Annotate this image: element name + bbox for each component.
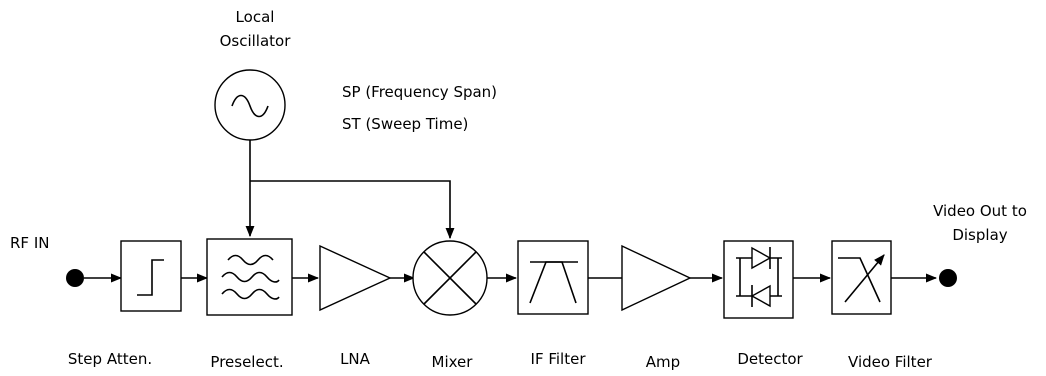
lo-to-mixer-line — [250, 180, 455, 240]
step-icon — [137, 259, 164, 296]
sine-wave-icon — [231, 94, 269, 118]
block-label-lna: LNA — [340, 350, 371, 368]
video-filter-block — [831, 240, 892, 315]
local-oscillator-label-line2: Oscillator — [220, 32, 292, 50]
amp-amplifier-icon — [621, 244, 692, 312]
rf-in-label: RF IN — [10, 234, 49, 252]
mixer-symbol — [412, 240, 488, 316]
sweep-time-label: ST (Sweep Time) — [342, 115, 468, 133]
block-label-step-atten: Step Atten. — [68, 350, 152, 368]
lna-amplifier-icon — [319, 244, 392, 312]
local-oscillator-label-line1: Local — [236, 8, 275, 26]
step-attenuator-block — [120, 240, 182, 312]
frequency-span-label: SP (Frequency Span) — [342, 83, 497, 101]
video-out-label-line2: Display — [952, 226, 1007, 244]
block-label-video-filter: Video Filter — [848, 353, 933, 371]
filter-waves-icon — [221, 254, 280, 300]
video-out-label-line1: Video Out to — [933, 202, 1027, 220]
diode-pair-icon — [736, 246, 782, 308]
signal-path — [66, 269, 957, 287]
rf-in-terminal — [66, 269, 84, 287]
block-label-detector: Detector — [737, 350, 803, 368]
block-label-preselect: Preselect. — [210, 353, 283, 371]
lowpass-icon — [838, 254, 885, 303]
block-label-mixer: Mixer — [432, 353, 474, 371]
block-label-if-filter: IF Filter — [531, 350, 587, 368]
if-filter-block — [517, 240, 589, 315]
local-oscillator-symbol — [214, 69, 286, 141]
detector-block — [723, 240, 794, 319]
video-out-terminal — [939, 269, 957, 287]
preselector-block — [206, 238, 293, 316]
block-label-amp: Amp — [646, 353, 680, 371]
